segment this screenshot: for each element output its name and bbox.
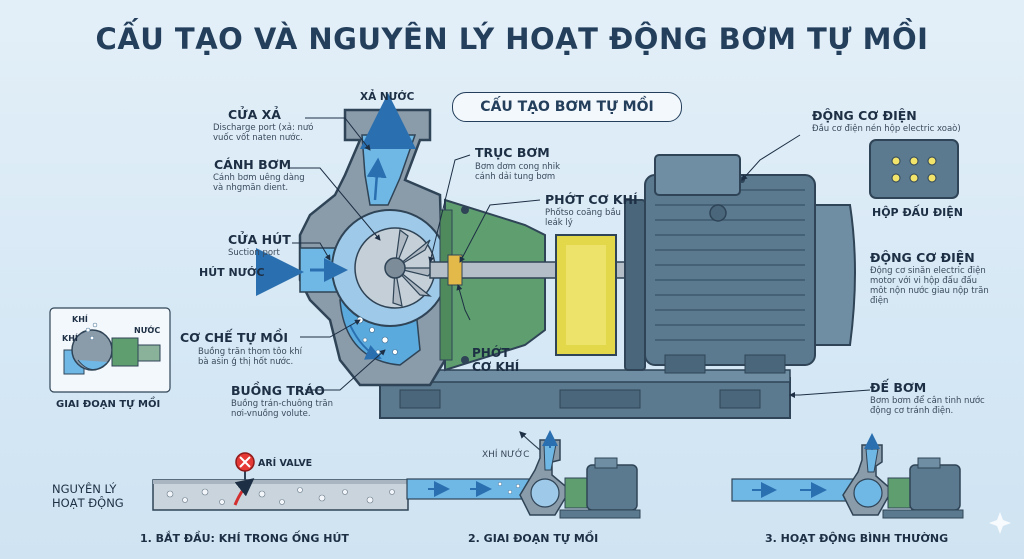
mechanical-seal: [447, 254, 463, 286]
step-caption-2: 2. GIAI ĐOẠN TỰ MỒI: [468, 532, 599, 545]
air-valve-label: ARÍ VALVE: [258, 458, 313, 469]
label-de-bom: ĐẾ BƠM: [870, 380, 927, 395]
label-cua-hut: CỬA HÚT: [228, 232, 291, 247]
xhi-nuoc-label: XHÍ NƯỚC: [482, 450, 530, 460]
label-dong-co-dien-1: ĐỘNG CƠ ĐIỆN: [812, 108, 917, 123]
step3-pump: [731, 433, 964, 519]
label-de-bom-desc: Bơm bơm để cân tinh nước động cơ tránh đ…: [870, 396, 985, 416]
label-cua-xa: CỬA XẢ: [228, 107, 281, 122]
label-truc-bom: TRỤC BƠM: [475, 145, 550, 160]
page-title: CẤU TẠO VÀ NGUYÊN LÝ HOẠT ĐỘNG BƠM TỰ MỒ…: [95, 22, 929, 56]
step-caption-1: 1. BẮT ĐẦU: KHÍ TRONG ỐNG HÚT: [140, 532, 349, 545]
label-co-che: CƠ CHẾ TỰ MỒI: [180, 330, 289, 345]
label-phot-co-khi-desc: Phốtso coãng bầu leák lý: [545, 208, 621, 228]
label-phot-co-khi: PHỚT CƠ KHÍ: [545, 192, 638, 207]
label-co-che-desc: Buồng trăn thom tôo khí bà aṡin ǵ thị hố…: [198, 347, 303, 367]
inset-caption: GIAI ĐOẠN TỰ MỒI: [56, 399, 161, 410]
label-truc-bom-desc: Bơm dơm cong nhik cánh dải tung bơm: [475, 162, 561, 182]
label-dong-co-dien-1-desc: Đầu cơ điện nén hộp electric xoaò): [812, 124, 961, 134]
inset-label-nuoc: NƯỚC: [134, 326, 161, 335]
step2-pump: [406, 430, 641, 519]
step1-pipe: [152, 452, 409, 511]
label-cua-xa-desc: Discharge port (xả: nưó vuốc vốt naten n…: [213, 123, 314, 143]
subtitle-pill: CẤU TẠO BƠM TỰ MỒI: [452, 92, 682, 122]
label-canh-bom: CÁNH BƠM: [214, 157, 292, 172]
terminal-box-detail: [869, 139, 959, 199]
inset-label-khi-2: KHÍ: [62, 334, 78, 343]
label-buong-trao: BUỒNG TRÁO: [231, 383, 325, 398]
label-dong-co-dien-2: ĐỘNG CƠ ĐIỆN: [870, 250, 975, 265]
label-hut-nuoc: HÚT NƯỚC: [199, 266, 265, 279]
electric-motor: [624, 154, 856, 374]
label-dong-co-dien-2-desc: Động cơ sinăn electric điện motor với vi…: [870, 266, 989, 306]
inset-self-priming: [49, 307, 171, 393]
label-xa-nuoc: XẢ NƯỚC: [360, 91, 415, 103]
principle-title: NGUYÊN LÝ HOẠT ĐỘNG: [52, 482, 124, 510]
sparkle-icon: [989, 512, 1011, 534]
label-phot-co-khi-2: PHỚT CƠ KHÍ: [472, 346, 520, 374]
label-canh-bom-desc: Cánh bơm uêng dàng và nhgmãn dient.: [213, 173, 305, 193]
pump-base: [379, 369, 791, 419]
inset-label-khi-1: KHÍ: [72, 315, 88, 324]
label-buong-trao-desc: Buồng trán-chuông trăn nơi-vnuồng volute…: [231, 399, 333, 419]
label-cua-hut-desc: Suction port: [228, 248, 280, 258]
step-caption-3: 3. HOẠT ĐỘNG BÌNH THƯỜNG: [765, 532, 949, 545]
label-hop-dau-dien: HỘP ĐẤU ĐIỆN: [872, 206, 963, 219]
